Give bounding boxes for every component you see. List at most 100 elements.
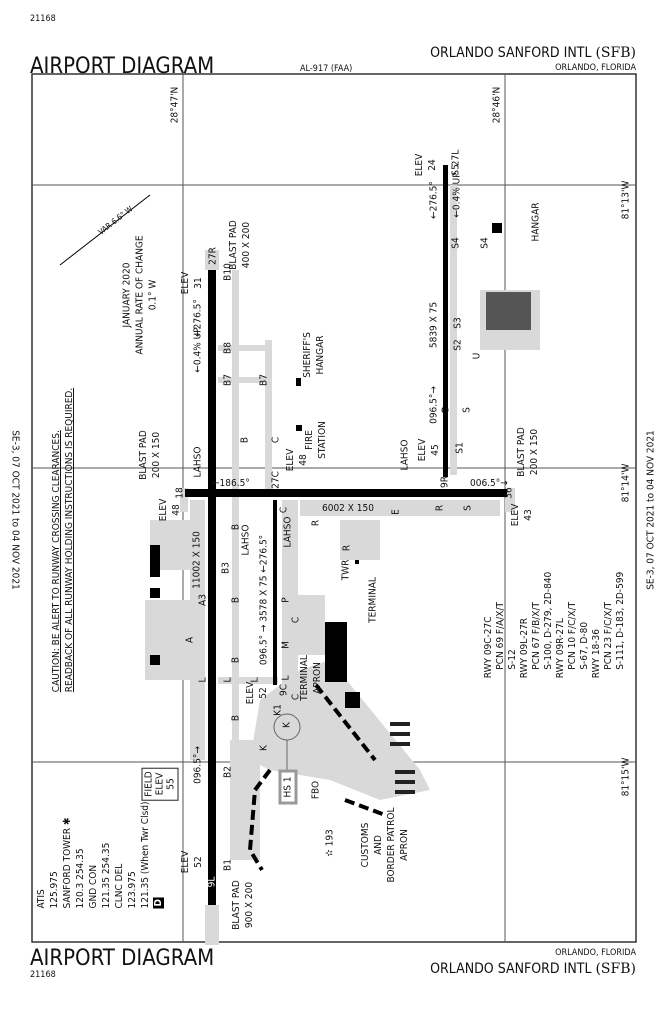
- heading-096: 096.5°→: [428, 386, 440, 424]
- runway-9l-27r: [208, 270, 216, 905]
- tower-label: TWR: [340, 559, 352, 581]
- fbo-label: FBO: [310, 780, 322, 800]
- runways: [185, 165, 507, 905]
- taxiway-b: B: [239, 436, 251, 444]
- taxiway-b: B: [230, 656, 242, 664]
- heading-096: 096.5°→: [192, 746, 204, 784]
- taxiway-k: K: [258, 745, 270, 751]
- chart-title: AIRPORT DIAGRAM: [30, 54, 215, 79]
- footer-chart-number: 21168: [30, 970, 56, 980]
- taxiway-m: M: [280, 641, 292, 649]
- taxiway-r: R: [434, 504, 446, 512]
- taxiway-l: L: [222, 677, 234, 683]
- taxiway-u: U: [471, 352, 483, 360]
- runway-18-36: [185, 489, 507, 497]
- taxiway-b3: B3: [220, 562, 232, 574]
- apron-edges: [247, 683, 386, 872]
- runway-info: RWY 09C-27C PCN 69 F/A/X/T S-12 RWY 09L-…: [483, 571, 626, 679]
- chart-frame: [31, 73, 637, 943]
- taxiway-k1: K1: [272, 704, 284, 716]
- lahso: LAHSO: [240, 524, 252, 556]
- hot-spot-hs1: HS 1: [278, 769, 298, 805]
- taxiway-b: B: [230, 596, 242, 604]
- taxiway-c: C: [290, 616, 302, 624]
- buildings: [150, 223, 531, 794]
- taxiway-b1: B1: [222, 859, 234, 871]
- runway-end-18: 18: [174, 487, 186, 499]
- taxiway-c: C: [278, 506, 290, 514]
- taxiway-s1: S1: [454, 442, 466, 454]
- heading-276: ←276.5°: [428, 181, 440, 219]
- taxiway-b2: B2: [222, 766, 234, 778]
- taxiway-b8: B8: [222, 342, 234, 354]
- runway-9l-dimensions: 11002 X 150: [191, 531, 203, 589]
- runway-end-9c: 9C: [278, 683, 290, 697]
- footer-title: AIRPORT DIAGRAM: [30, 946, 215, 971]
- validity-right: SE-3, 07 OCT 2021 to 04 NOV 2021: [645, 430, 657, 590]
- taxiway-r: R: [341, 544, 353, 552]
- taxiway-p: P: [280, 597, 292, 603]
- validity-left: SE-3, 07 OCT 2021 to 04 NOV 2021: [9, 430, 21, 590]
- taxiway-c: C: [270, 436, 282, 444]
- gradient: ←0.4% UP: [192, 327, 204, 373]
- lat-label: 28°46'N: [491, 86, 503, 124]
- footer-airport-name: ORLANDO SANFORD INTL (SFB): [430, 961, 636, 977]
- taxiway-s: S: [462, 505, 474, 511]
- taxiway-b7: B7: [222, 374, 234, 386]
- lon-label: 81°15'W: [620, 757, 632, 797]
- heading-006: 006.5°→: [470, 478, 508, 489]
- lat-label: 28°47'N: [169, 86, 181, 124]
- runway-9c-27c: [273, 500, 277, 685]
- runway-18-36-dimensions: 6002 X 150: [322, 503, 374, 514]
- runway-9r-27l: [443, 165, 448, 477]
- runway-end-27r: 27R: [207, 247, 219, 265]
- runway-end-27c: 27C: [270, 471, 282, 489]
- magvar-arrow: [59, 194, 151, 266]
- taxiway-s4: S4: [450, 237, 462, 249]
- lon-label: 81°14'W: [620, 463, 632, 503]
- taxiway-b: B: [230, 523, 242, 531]
- lahso: LAHSO: [192, 446, 204, 478]
- lahso: LAHSO: [399, 439, 411, 471]
- procedure-id: AL-917 (FAA): [300, 64, 353, 74]
- gradient: ←0.4% UP: [451, 172, 463, 218]
- runway-9r-dimensions: 5839 X 75: [428, 301, 440, 349]
- taxiway-b7: B7: [258, 374, 270, 386]
- heading-186: ←186.5°: [212, 478, 250, 489]
- lon-label: 81°13'W: [620, 180, 632, 220]
- footer-city-state: ORLANDO, FLORIDA: [555, 948, 636, 958]
- taxiway-l: L: [197, 677, 209, 683]
- taxiway-a: A: [184, 636, 196, 644]
- d-atis-badge: D: [153, 897, 164, 909]
- taxiway-s: S: [461, 407, 473, 413]
- runway-end-9r: 9R: [439, 476, 451, 488]
- city-state: ORLANDO, FLORIDA: [555, 63, 636, 73]
- runway-9c-dimensions: 096.5° → 3578 X 75 ←276.5°: [258, 534, 270, 666]
- airport-name: ORLANDO SANFORD INTL (SFB): [430, 45, 636, 61]
- taxiway-s3: S3: [452, 317, 464, 329]
- taxiway-s4: S4: [479, 237, 491, 249]
- taxiway-l: L: [280, 675, 292, 681]
- runway-end-36: 36: [503, 487, 515, 499]
- taxiway-e: E: [390, 509, 402, 515]
- caution-note: CAUTION: BE ALERT TO RUNWAY CROSSING CLE…: [51, 387, 75, 693]
- taxiway-a3: A3: [197, 594, 209, 606]
